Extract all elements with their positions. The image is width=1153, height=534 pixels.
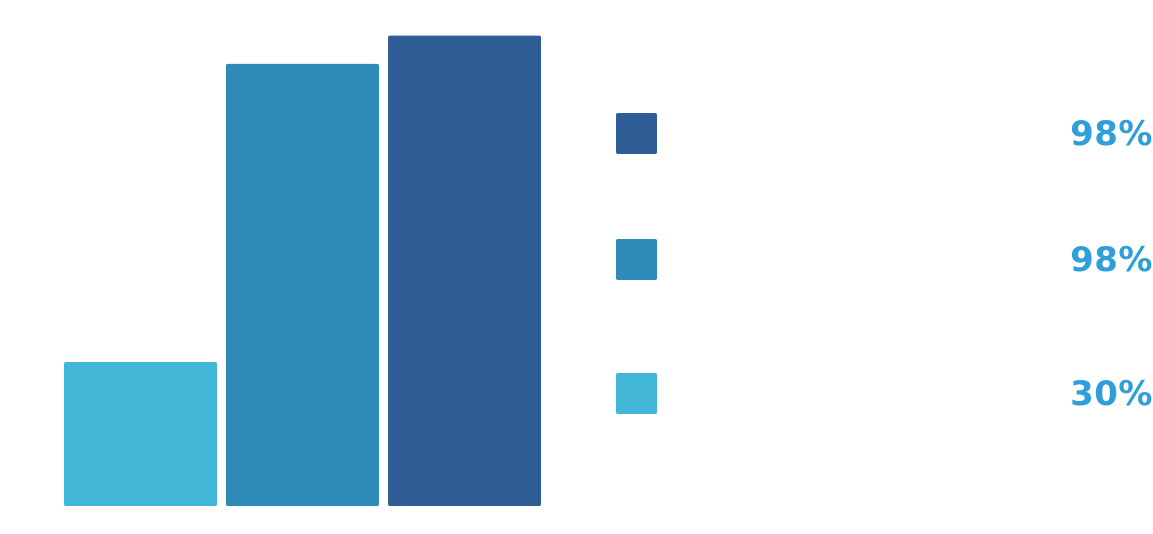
bar	[226, 63, 379, 506]
legend-value-label: 98%	[1070, 240, 1153, 280]
legend-item: 30%	[616, 373, 1153, 415]
legend-swatch	[616, 373, 657, 414]
legend-item: 98%	[616, 113, 1153, 155]
legend-swatch	[616, 113, 657, 154]
bar	[64, 362, 217, 506]
bar	[388, 35, 541, 506]
legend-value-label: 98%	[1070, 114, 1153, 154]
legend-item: 98%	[616, 239, 1153, 281]
bars-area	[64, 35, 541, 506]
legend-swatch	[616, 239, 657, 280]
legend-value-label: 30%	[1070, 374, 1153, 414]
